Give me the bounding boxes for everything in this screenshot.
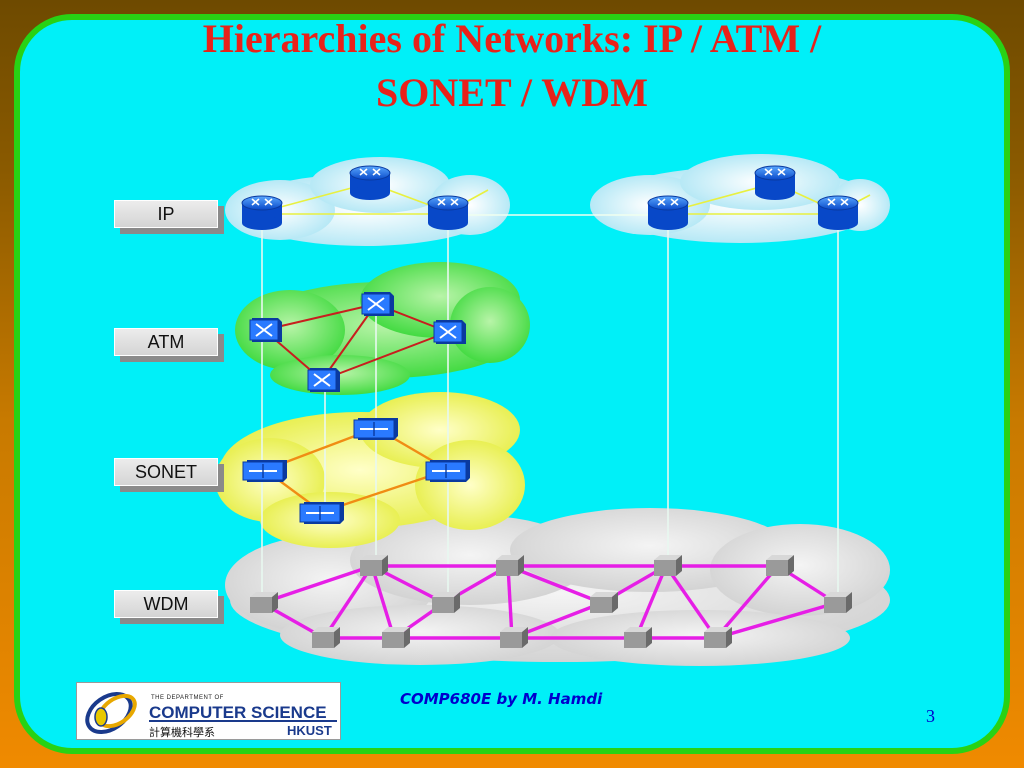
sonet-adm-icon <box>299 502 344 524</box>
department-logo: THE DEPARTMENT OF COMPUTER SCIENCE 計算機科學… <box>76 682 341 740</box>
logo-divider <box>149 720 337 722</box>
sonet-adm-icon <box>353 418 398 440</box>
wdm-oxc-icon <box>312 627 340 648</box>
router-icon <box>427 195 469 230</box>
atm-switch-icon <box>433 320 466 344</box>
router-icon <box>754 165 796 200</box>
layer-label-ip: IP <box>114 200 218 228</box>
logo-chinese: 計算機科學系 <box>149 727 215 739</box>
wdm-oxc-icon <box>250 592 278 613</box>
wdm-oxc-icon <box>500 627 528 648</box>
wdm-oxc-icon <box>496 555 524 576</box>
slide-title: Hierarchies of Networks: IP / ATM / SONE… <box>0 12 1024 120</box>
wdm-oxc-icon <box>654 555 682 576</box>
router-icon <box>241 195 283 230</box>
title-line-1: Hierarchies of Networks: IP / ATM / <box>202 16 822 61</box>
atm-switches <box>249 292 466 392</box>
layer-label-sonet: SONET <box>114 458 218 486</box>
wdm-oxc-icon <box>360 555 388 576</box>
logo-school: HKUST <box>287 723 332 738</box>
atm-switch-icon <box>361 292 394 316</box>
footer-course: COMP680E by M. Hamdi <box>400 690 603 708</box>
sonet-adm-icon <box>242 460 287 482</box>
wdm-oxc-icon <box>824 592 852 613</box>
layer-label-wdm: WDM <box>114 590 218 618</box>
router-icon <box>349 165 391 200</box>
wdm-oxc-icon <box>382 627 410 648</box>
sonet-nodes <box>242 418 470 524</box>
title-line-2: SONET / WDM <box>376 70 648 115</box>
logo-emblem-icon <box>85 691 137 735</box>
wdm-oxc-icon <box>590 592 618 613</box>
atm-switch-icon <box>249 318 282 342</box>
wdm-oxc-icon <box>766 555 794 576</box>
wdm-nodes <box>250 555 852 648</box>
logo-name: COMPUTER SCIENCE <box>149 703 327 722</box>
wdm-oxc-icon <box>624 627 652 648</box>
layer-label-atm: ATM <box>114 328 218 356</box>
atm-switch-icon <box>307 368 340 392</box>
router-icon <box>817 195 859 230</box>
wdm-oxc-icon <box>432 592 460 613</box>
logo-dept-small: THE DEPARTMENT OF <box>151 695 224 701</box>
page-number: 3 <box>926 706 935 726</box>
sonet-adm-icon <box>425 460 470 482</box>
router-icon <box>647 195 689 230</box>
ip-routers <box>241 165 859 230</box>
wdm-oxc-icon <box>704 627 732 648</box>
